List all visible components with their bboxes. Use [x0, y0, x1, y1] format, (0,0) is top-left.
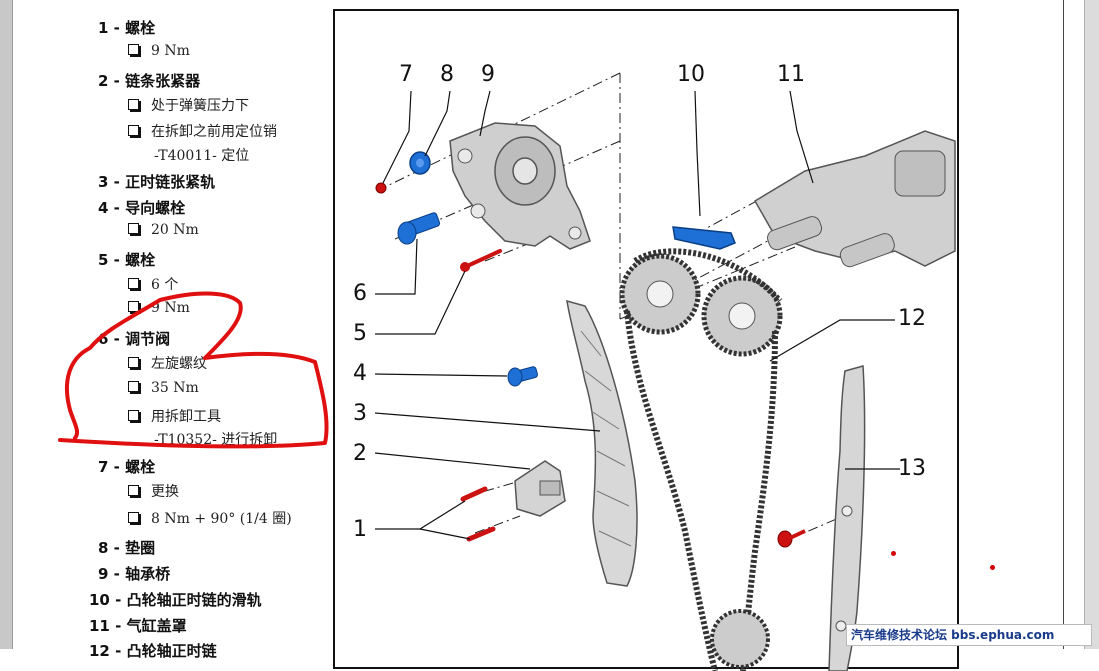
part-3-tensioning-rail: [566, 299, 638, 587]
callout-13: 13: [898, 456, 926, 481]
red-dot-marker: [990, 565, 995, 570]
part-13-guide-rail: [828, 365, 866, 671]
legend-item-3: 3 - 正时链张紧轨: [98, 173, 216, 191]
legend-sub-item: 更换: [128, 481, 179, 501]
callout-7: 7: [399, 62, 413, 87]
callout-1: 1: [353, 517, 367, 542]
legend-item-10: 10 - 凸轮轴正时链的滑轨: [89, 591, 262, 609]
part-10-slide-rail: [672, 226, 736, 250]
legend-item-11: 11 - 气缸盖罩: [89, 617, 187, 635]
legend-sub-item: 用拆卸工具: [128, 406, 221, 426]
part-6-adjusting-valve: [397, 212, 441, 245]
legend-sub-item: 20 Nm: [128, 222, 199, 238]
callout-6: 6: [353, 281, 367, 306]
crankshaft-sprocket: [710, 609, 770, 669]
red-dot-marker: [891, 551, 896, 556]
legend-item-7: 7 - 螺栓: [98, 458, 156, 476]
legend-sub-item: 8 Nm + 90° (1/4 圈): [128, 508, 292, 528]
legend-item-8: 8 - 垫圈: [98, 539, 156, 557]
callout-9: 9: [481, 62, 495, 87]
legend-item-12: 12 - 凸轮轴正时链: [89, 642, 217, 660]
legend-item-9: 9 - 轴承桥: [98, 565, 171, 583]
forum-watermark: 汽车维修技术论坛 bbs.ephua.com: [846, 624, 1092, 646]
callout-10: 10: [677, 62, 705, 87]
legend-sub-item: 6 个: [128, 274, 178, 294]
part-9-bearing-bridge: [449, 122, 591, 250]
legend-sub-item: 左旋螺纹: [128, 353, 207, 373]
callout-2: 2: [353, 441, 367, 466]
checkbox-bullet-icon: [128, 44, 139, 55]
legend-sub-item: 9 Nm: [128, 43, 190, 59]
legend-item-5: 5 - 螺栓: [98, 251, 156, 269]
legend-sub-item: 在拆卸之前用定位销: [128, 121, 277, 141]
leader-lines: [374, 90, 900, 540]
camshaft-sprockets: [619, 253, 783, 357]
callout-11: 11: [777, 62, 805, 87]
page-edge-line: [1063, 0, 1064, 649]
callout-12: 12: [898, 306, 926, 331]
checkbox-bullet-icon: [128, 357, 139, 368]
legend-sub-item: 35 Nm: [128, 380, 199, 396]
callout-8: 8: [440, 62, 454, 87]
checkbox-bullet-icon: [128, 125, 139, 136]
legend-sub-item: 处于弹簧压力下: [128, 95, 249, 115]
checkbox-bullet-icon: [128, 223, 139, 234]
parts-legend: 1 - 螺栓 9 Nm 2 - 链条张紧器 处于弹簧压力下 在拆卸之前用定位销 …: [0, 0, 330, 660]
callout-5: 5: [353, 321, 367, 346]
legend-item-label: 螺栓: [125, 19, 156, 37]
legend-sub-continuation: -T40011- 定位: [154, 148, 250, 164]
checkbox-bullet-icon: [128, 485, 139, 496]
right-scrollbar[interactable]: [1084, 0, 1099, 649]
part-1-bolts: [460, 486, 496, 542]
legend-item-1: 1 - 螺栓: [98, 17, 155, 38]
checkbox-bullet-icon: [128, 512, 139, 523]
checkbox-bullet-icon: [128, 278, 139, 289]
exploded-diagram-frame: [333, 9, 959, 671]
part-4-guide-bolt: [507, 366, 538, 387]
left-window-edge: [0, 0, 13, 649]
legend-sub-item: 9 Nm: [128, 300, 190, 316]
checkbox-bullet-icon: [128, 99, 139, 110]
legend-item-2: 2 - 链条张紧器: [98, 72, 201, 90]
timing-chain-diagram: [374, 72, 956, 671]
checkbox-bullet-icon: [128, 410, 139, 421]
part-2-chain-tensioner: [514, 460, 566, 517]
part-11-cylinder-head-cover: [753, 130, 956, 268]
red-highlight-annotation: [58, 291, 329, 449]
checkbox-bullet-icon: [128, 381, 139, 392]
part-7-bolt: [375, 182, 387, 194]
legend-item-number: 1 -: [98, 19, 120, 37]
callout-3: 3: [353, 401, 367, 426]
part-5-bolt: [460, 249, 502, 272]
legend-item-4: 4 - 导向螺栓: [98, 199, 186, 217]
part-8-washer: [409, 151, 431, 175]
callout-4: 4: [353, 361, 367, 386]
red-freehand-stroke: [58, 291, 329, 449]
checkbox-bullet-icon: [128, 301, 139, 312]
guide-rail-bolt: [777, 529, 806, 548]
part-12-timing-chain: [624, 248, 783, 671]
